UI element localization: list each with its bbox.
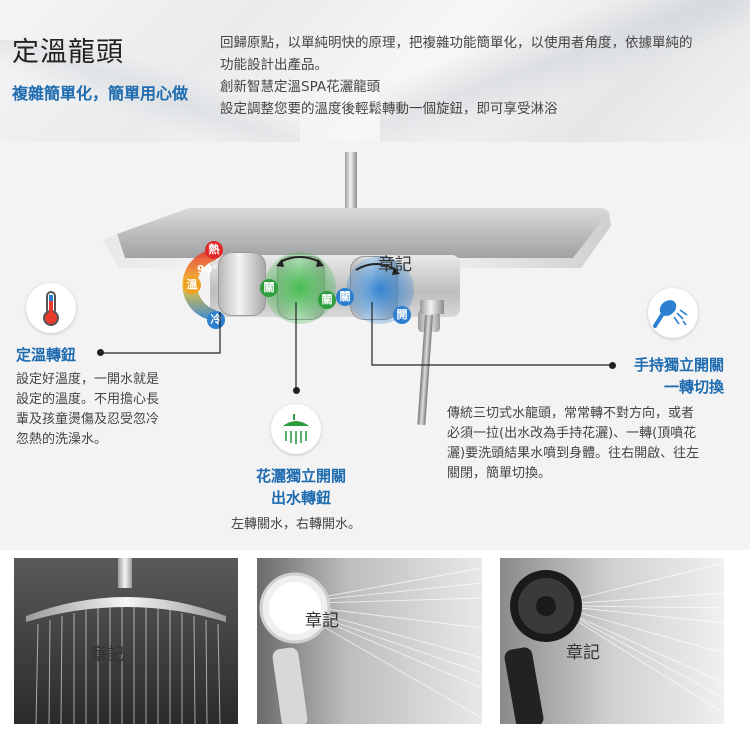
intro-line: 功能設計出產品。 xyxy=(220,57,328,73)
wall-bracket xyxy=(420,300,444,314)
callout-dot xyxy=(609,362,616,369)
intro-description: 回歸原點，以單純明快的原理，把複雜功能簡單化，以使用者角度，依據單純的 功能設計… xyxy=(220,32,742,120)
marble-texture xyxy=(380,0,750,142)
header-banner: 定溫龍頭 複雜簡單化，簡單用心做 回歸原點，以單純明快的原理，把複雜功能簡單化，… xyxy=(0,0,750,142)
handheld-description: 傳統三切式水龍頭，常常轉不對方向，或者 必須一拉(出水改為手持花灑)、一轉(頂噴… xyxy=(447,404,699,484)
overhead-title: 花灑獨立開關 出水轉鈕 xyxy=(246,465,356,509)
arrow-left-icon xyxy=(276,259,284,267)
temperature-arc xyxy=(182,250,216,320)
title-line: 出水轉鈕 xyxy=(270,489,331,507)
watermark: 章記 xyxy=(305,611,339,631)
description-line: 必須一拉(出水改為手持花灑)、一轉(頂噴花 xyxy=(447,426,697,441)
handheld-shower-badge xyxy=(648,288,698,338)
marble-texture xyxy=(0,40,300,142)
title-line: 手持獨立開關 xyxy=(633,356,724,374)
intro-line: 設定調整您要的溫度後輕鬆轉動一個旋鈕，即可享受淋浴 xyxy=(220,101,558,117)
thermostat-title: 定溫轉鈕 xyxy=(16,346,77,364)
thermostat-knob xyxy=(218,252,266,316)
white-hand-shower-illustration xyxy=(257,558,482,724)
description-line: 輩及孩童燙傷及忍受忽冷 xyxy=(16,412,160,427)
handheld-title: 手持獨立開關 一轉切換 xyxy=(616,354,724,398)
watermark: 章記 xyxy=(90,645,124,665)
overhead-shower-icon xyxy=(283,414,309,444)
glass-shelf xyxy=(103,208,611,268)
description-line: 灑)要洗頭結果水噴到身體。往右開啟、往左 xyxy=(447,446,700,461)
handheld-shower-icon xyxy=(653,300,688,328)
thermometer-icon xyxy=(43,291,59,326)
hot-badge: 熱 xyxy=(205,241,223,259)
intro-line: 回歸原點，以單純明快的原理，把複雜功能簡單化，以使用者角度，依據單純的 xyxy=(220,35,693,51)
temp-badge: 溫 xyxy=(183,276,201,294)
off-badge: 關 xyxy=(260,279,278,297)
thermostat-description: 設定好溫度，一開水就是 設定的溫度。不用擔心長 輩及孩童燙傷及忍受忽冷 忽熱的洗… xyxy=(16,370,159,450)
black-hand-shower-illustration xyxy=(500,558,724,724)
description-line: 設定的溫度。不用擔心長 xyxy=(16,392,160,407)
off-badge: 關 xyxy=(318,291,336,309)
on-badge: 開 xyxy=(393,306,411,324)
description-line: 關閉，簡單切換。 xyxy=(447,466,552,481)
rain-shower-illustration xyxy=(14,558,238,724)
callout-dot xyxy=(97,349,104,356)
title-line: 一轉切換 xyxy=(663,378,724,396)
arrow-right-icon xyxy=(316,259,324,267)
hand-shower-black-photo: 章記 xyxy=(500,558,724,724)
callout-lines xyxy=(100,302,612,390)
description-line: 忽熱的洗澡水。 xyxy=(16,432,108,447)
intro-line: 創新智慧定溫SPA花灑龍頭 xyxy=(220,79,381,95)
thermometer-badge xyxy=(26,283,76,333)
rain-shower-photo: 章記 xyxy=(14,558,238,724)
watermark: 章記 xyxy=(378,255,412,275)
page-title: 定溫龍頭 xyxy=(12,37,124,68)
overhead-note: 左轉關水，右轉開水。 xyxy=(231,517,362,532)
hand-shower-white-photo: 章記 xyxy=(257,558,482,724)
callout-dot xyxy=(293,387,300,394)
watermark: 章記 xyxy=(566,643,600,663)
description-line: 傳統三切式水龍頭，常常轉不對方向，或者 xyxy=(447,406,695,421)
arrow-right-icon xyxy=(392,267,400,275)
title-line: 花灑獨立開關 xyxy=(255,467,346,485)
page-subtitle: 複雜簡單化，簡單用心做 xyxy=(12,84,189,103)
off-badge: 關 xyxy=(336,288,354,306)
overhead-flow-indicator xyxy=(264,252,336,324)
degree-label: 90° xyxy=(197,263,218,276)
description-line: 設定好溫度，一開水就是 xyxy=(16,372,160,387)
overhead-shower-badge xyxy=(271,404,321,454)
